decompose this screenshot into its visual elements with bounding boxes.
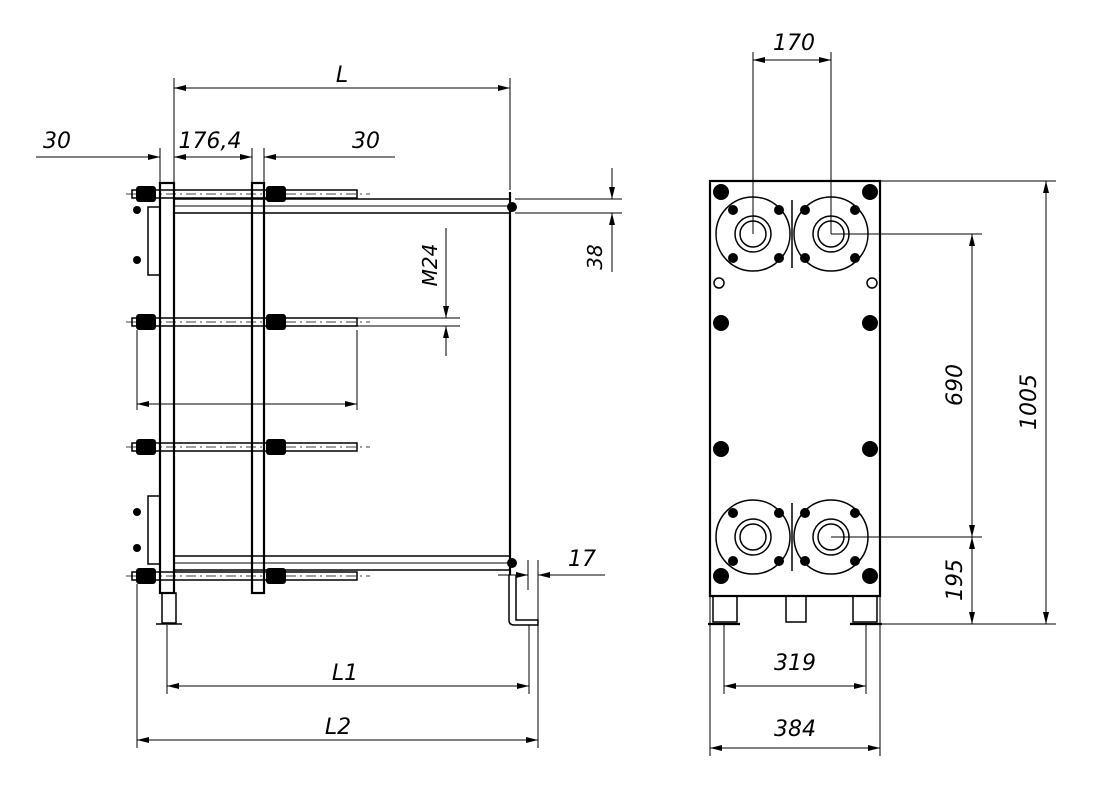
front-right-foot	[852, 595, 878, 623]
dim-L-label: L	[336, 63, 348, 88]
front-view: 170 690 195 1005 319 384	[708, 31, 1056, 756]
dim-bracket-label: 17	[568, 547, 596, 572]
pressure-plate	[250, 181, 266, 595]
foot-bracket	[508, 575, 539, 626]
left-foot	[161, 592, 177, 624]
dim-rod-offset-label: 38	[583, 244, 607, 269]
front-left-foot	[712, 595, 738, 623]
dim-port-spacing-label: 170	[773, 31, 815, 56]
dim-feet-label: 319	[774, 651, 816, 676]
rod-nuts	[133, 186, 517, 584]
drain-pipe	[785, 595, 807, 623]
dim-width-label: 384	[774, 717, 816, 742]
upper-side-bracket	[147, 206, 161, 276]
lower-side-bracket	[147, 495, 161, 565]
dim-L2-label: L2	[325, 715, 351, 740]
flange-studs	[728, 205, 860, 566]
dim-L1-label: L1	[332, 661, 358, 686]
tie-bolts	[713, 184, 878, 584]
tightening-rods	[126, 189, 370, 581]
fixed-frame-plate	[158, 181, 176, 595]
dim-right-margin-label: 30	[352, 129, 380, 154]
dim-vertical-ports-label: 690	[943, 364, 968, 406]
dim-height-label: 1005	[1017, 374, 1042, 430]
dim-left-margin-label: 30	[43, 129, 71, 154]
dim-plate-pitch-label: 176,4	[179, 129, 242, 154]
dim-bottom-label: 195	[943, 559, 968, 601]
dim-bolt-label: M24	[418, 244, 442, 287]
side-view: L 30 176,4 30 M24 38 17	[36, 63, 622, 748]
